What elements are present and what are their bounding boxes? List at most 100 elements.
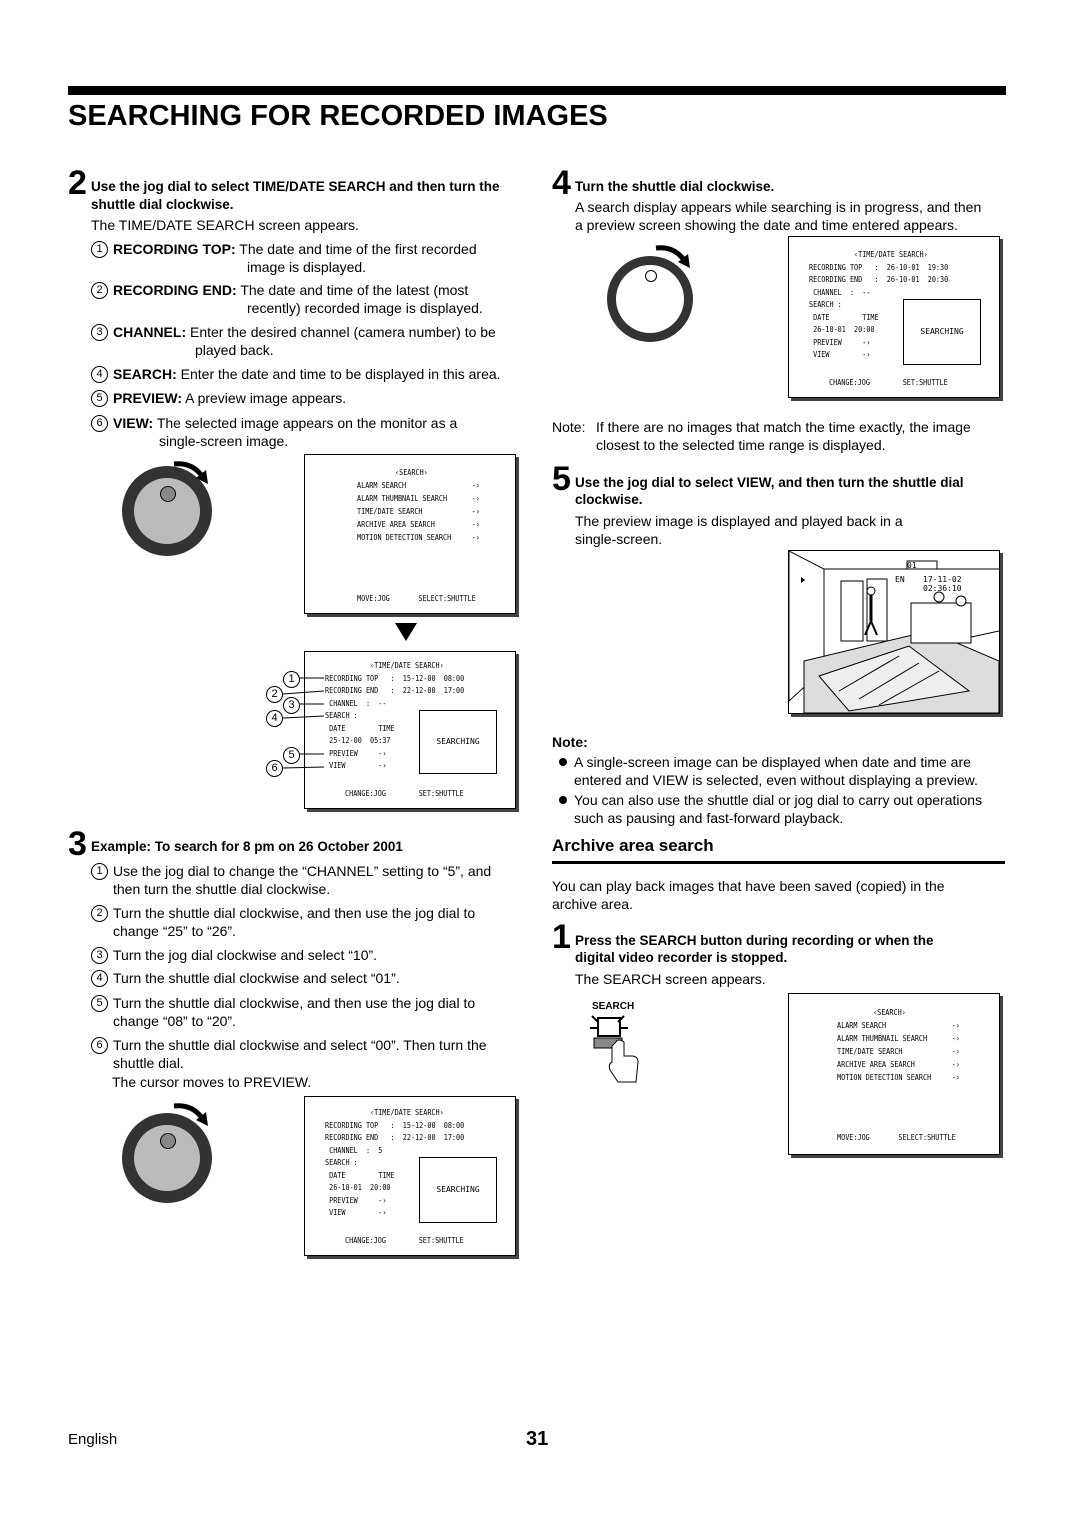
screen-footer: CHANGE:JOG SET:SHUTTLE	[829, 378, 948, 387]
screen-row: RECORDING TOP : 15-12-00 08:00	[325, 1121, 465, 1130]
step-2-intro: The TIME/DATE SEARCH screen appears.	[91, 217, 359, 233]
screen-footer: CHANGE:JOG SET:SHUTTLE	[345, 1236, 464, 1245]
screen-row: CHANNEL : --	[809, 288, 871, 297]
step-2-item-line: RECORDING TOP: The date and time of the …	[113, 240, 477, 258]
step-3-item-line-cont: shuttle dial.	[113, 1055, 184, 1071]
step-3-item-line: Turn the shuttle dial clockwise and sele…	[113, 1037, 487, 1053]
screen-row: PREVIEW -›	[325, 1196, 387, 1205]
channel-label: 01	[907, 561, 917, 570]
step-3-item-number: 2	[91, 905, 108, 922]
search-menu-title: ‹SEARCH›	[395, 468, 428, 477]
step-2-item-line: RECORDING END: The date and time of the …	[113, 281, 468, 299]
search-menu-row: TIME/DATE SEARCH -›	[357, 507, 480, 516]
step-3-heading: Example: To search for 8 pm on 26 Octobe…	[91, 839, 403, 854]
footer-language: English	[68, 1431, 118, 1448]
search-menu-row: ALARM SEARCH -›	[357, 481, 480, 490]
step-2-item-label: RECORDING TOP:	[113, 241, 236, 257]
step-2-item-text: Enter the date and time to be displayed …	[180, 366, 501, 382]
step-2-item-line: CHANNEL: Enter the desired channel (came…	[113, 323, 496, 341]
search-menu-row: ALARM THUMBNAIL SEARCH -›	[837, 1034, 960, 1043]
step-3-item-line-cont: then turn the shuttle dial clockwise.	[113, 881, 331, 897]
step-4-text-line: A search display appears while searching…	[575, 199, 982, 215]
search-menu-footer: MOVE:JOG SELECT:SHUTTLE	[837, 1133, 956, 1142]
clockwise-arrow-icon	[655, 245, 690, 268]
note-1-label: Note:	[552, 419, 586, 435]
callout-6: 6	[266, 760, 283, 777]
step-3-item-line: Turn the jog dial clockwise and select “…	[113, 947, 378, 963]
shuttle-dial-icon	[607, 256, 693, 342]
note-1-line: If there are no images that match the ti…	[596, 419, 971, 435]
screen-row: RECORDING TOP : 26-10-01 19:30	[809, 263, 949, 272]
pressing-hand-icon	[590, 1015, 639, 1083]
title-rule	[68, 86, 1006, 95]
step-5-text-line: The preview image is displayed and playe…	[575, 513, 903, 529]
step-2-item-label: SEARCH:	[113, 366, 177, 382]
step-2-item-text-cont: image is displayed.	[247, 259, 367, 275]
search-menu-row: MOTION DETECTION SEARCH -›	[357, 533, 480, 542]
note-1-line: closest to the selected time range is di…	[596, 437, 886, 453]
step-3-item-number: 3	[91, 947, 108, 964]
step-2-item-number: 2	[91, 282, 108, 299]
screen-row: VIEW -›	[325, 1208, 387, 1217]
step-2-item-number: 4	[91, 366, 108, 383]
down-arrow-icon	[395, 623, 417, 641]
screen-row: PREVIEW -›	[809, 338, 871, 347]
archive-text-line: You can play back images that have been …	[552, 878, 945, 894]
step-3-item-line-cont: change “25” to “26”.	[113, 923, 236, 939]
step-4-heading: Turn the shuttle dial clockwise.	[575, 179, 775, 194]
archive-rule	[552, 861, 1005, 864]
step-1-intro: The SEARCH screen appears.	[575, 971, 766, 987]
office-scene-illustration	[789, 551, 999, 713]
screen-row: VIEW -›	[325, 761, 387, 770]
callout-2: 2	[266, 686, 283, 703]
step-2-item-number: 6	[91, 415, 108, 432]
shuttle-dial-icon	[122, 466, 212, 556]
screen-row: 25-12-00 05:37	[325, 736, 391, 745]
step-2-item-text: The date and time of the latest (most	[240, 282, 469, 298]
step-2-item-number: 5	[91, 390, 108, 407]
step-1-heading: digital video recorder is stopped.	[575, 950, 788, 965]
screen-footer: CHANGE:JOG SET:SHUTTLE	[345, 789, 464, 798]
screen-row: SEARCH :	[809, 300, 842, 309]
screen-row: CHANNEL : --	[325, 699, 387, 708]
screen-title: ‹TIME/DATE SEARCH›	[370, 1108, 444, 1117]
screen-row: DATE TIME	[325, 1171, 395, 1180]
step-2-item-text: The selected image appears on the monito…	[156, 415, 458, 431]
search-menu-screen: ‹SEARCH› ALARM SEARCH -› ALARM THUMBNAIL…	[304, 454, 516, 614]
step-2-item-line: SEARCH: Enter the date and time to be di…	[113, 365, 501, 383]
step-3-item-line: Turn the shuttle dial clockwise and sele…	[113, 970, 400, 986]
step-1-number: 1	[552, 918, 571, 956]
note-2-bullet-line: You can also use the shuttle dial or jog…	[574, 792, 983, 808]
note-2-label: Note:	[552, 734, 588, 750]
page-title: SEARCHING FOR RECORDED IMAGES	[68, 100, 608, 132]
step-2-item-text: The date and time of the first recorded	[239, 241, 477, 257]
step-2-item-text-cont: recently) recorded image is displayed.	[247, 300, 483, 316]
step-2-item-label: PREVIEW:	[113, 390, 182, 406]
step-2-item-number: 3	[91, 324, 108, 341]
step-3-number: 3	[68, 825, 87, 863]
clockwise-arrow-icon	[173, 1103, 208, 1126]
step-2-item-label: VIEW:	[113, 415, 154, 431]
screen-row: 26-10-01 20:00	[809, 325, 875, 334]
step-5-heading: Use the jog dial to select VIEW, and the…	[575, 475, 964, 490]
step-2-item-number: 1	[91, 241, 108, 258]
searching-box: SEARCHING	[903, 299, 981, 365]
screen-row: SEARCH :	[325, 1158, 358, 1167]
callout-1: 1	[283, 671, 300, 688]
search-menu-title: ‹SEARCH›	[873, 1008, 906, 1017]
search-menu-row: MOTION DETECTION SEARCH -›	[837, 1073, 960, 1082]
page-number: 31	[526, 1428, 549, 1450]
step-2-item-text-cont: played back.	[195, 342, 274, 358]
time-date-search-screen-2: ‹TIME/DATE SEARCH› RECORDING TOP : 15-12…	[304, 1096, 516, 1256]
bullet-icon	[559, 758, 567, 766]
clockwise-arrow-icon	[173, 461, 208, 484]
step-2-item-line: PREVIEW: A preview image appears.	[113, 389, 346, 407]
screen-row: DATE TIME	[325, 724, 395, 733]
step-5-number: 5	[552, 460, 571, 498]
search-menu-screen-2: ‹SEARCH› ALARM SEARCH -› ALARM THUMBNAIL…	[788, 993, 1000, 1155]
callout-4: 4	[266, 710, 283, 727]
step-2-item-text: Enter the desired channel (camera number…	[190, 324, 496, 340]
step-1-heading: Press the SEARCH button during recording…	[575, 933, 934, 948]
screen-row: 26-10-01 20:00	[325, 1183, 391, 1192]
archive-text-line: archive area.	[552, 896, 633, 912]
